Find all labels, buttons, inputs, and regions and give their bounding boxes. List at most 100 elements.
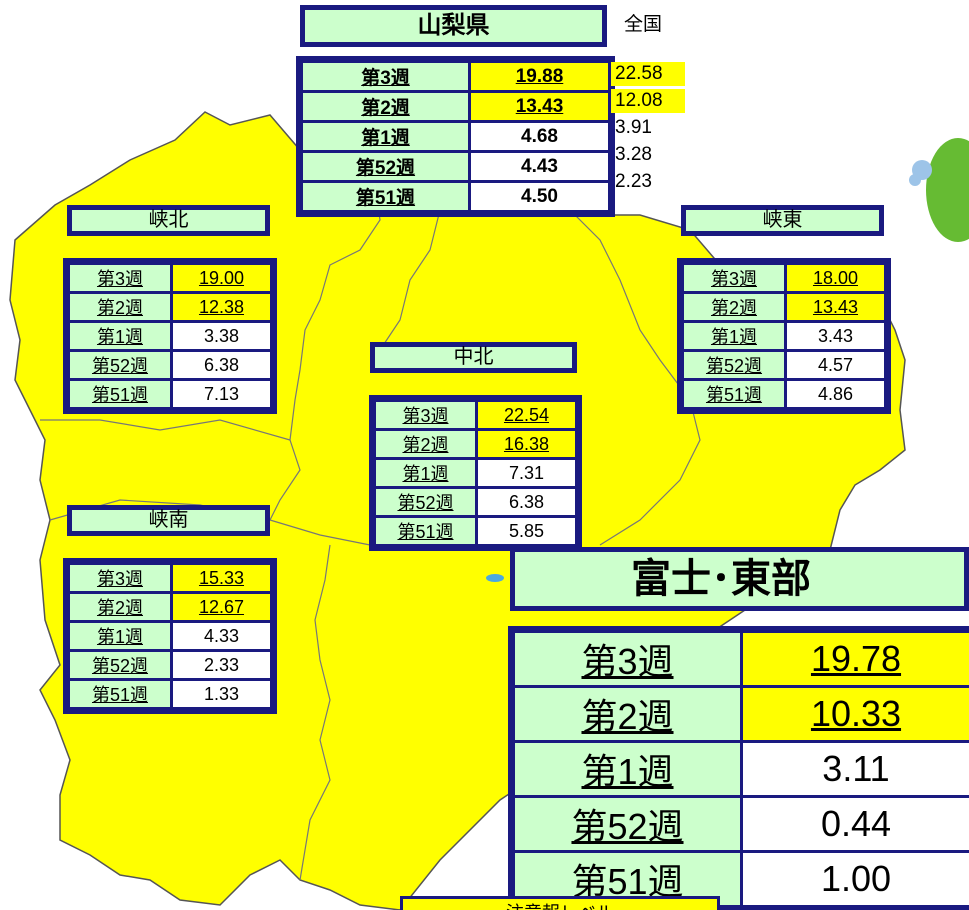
week-label: 第1週 [300, 120, 471, 153]
mascot-icon [909, 138, 969, 242]
week-value: 7.31 [475, 457, 578, 489]
week-label: 第1週 [67, 320, 173, 352]
week-label: 第3週 [67, 562, 173, 594]
week-label: 第3週 [512, 630, 743, 688]
week-value: 10.33 [740, 685, 969, 743]
region-name-fuji-tobu: 富士･東部 [510, 547, 969, 611]
national-value: 3.91 [615, 117, 652, 138]
week-value: 5.85 [475, 515, 578, 547]
week-label: 第51週 [67, 678, 173, 710]
week-label: 第51週 [67, 378, 173, 410]
week-value: 13.43 [784, 291, 887, 323]
week-value: 13.43 [468, 90, 611, 123]
national-value: 3.28 [615, 144, 652, 165]
week-value: 3.38 [170, 320, 273, 352]
week-value: 19.00 [170, 262, 273, 294]
week-value: 6.38 [475, 486, 578, 518]
region-name-kyohoku: 峡北 [67, 205, 270, 236]
region-name-chuhoku: 中北 [370, 342, 577, 373]
week-label: 第2週 [512, 685, 743, 743]
week-value: 1.33 [170, 678, 273, 710]
week-value: 12.67 [170, 591, 273, 623]
week-label: 第2週 [67, 291, 173, 323]
week-label: 第3週 [300, 60, 471, 93]
week-value: 19.78 [740, 630, 969, 688]
week-value: 6.38 [170, 349, 273, 381]
week-label: 第3週 [373, 399, 478, 431]
week-label: 第52週 [300, 150, 471, 183]
week-label: 第52週 [512, 795, 743, 853]
week-label: 第2週 [300, 90, 471, 123]
national-value: 22.58 [611, 62, 685, 86]
week-value: 12.38 [170, 291, 273, 323]
week-label: 第52週 [67, 649, 173, 681]
week-label: 第1週 [373, 457, 478, 489]
region-name-kyonan: 峡南 [67, 505, 270, 536]
week-label: 第52週 [681, 349, 787, 381]
week-label: 第52週 [67, 349, 173, 381]
national-label: 全国 [624, 14, 663, 35]
week-value: 16.38 [475, 428, 578, 460]
week-value: 3.11 [740, 740, 969, 798]
week-label: 第1週 [681, 320, 787, 352]
week-label: 第2週 [373, 428, 478, 460]
week-label: 第2週 [67, 591, 173, 623]
week-value: 22.54 [475, 399, 578, 431]
week-value: 3.43 [784, 320, 887, 352]
week-value: 1.00 [740, 850, 969, 908]
week-label: 第1週 [512, 740, 743, 798]
national-value: 12.08 [611, 89, 685, 113]
week-value: 4.33 [170, 620, 273, 652]
week-value: 2.33 [170, 649, 273, 681]
week-label: 第3週 [681, 262, 787, 294]
week-value: 4.43 [468, 150, 611, 183]
week-value: 18.00 [784, 262, 887, 294]
lake-shape [486, 574, 504, 582]
week-label: 第1週 [67, 620, 173, 652]
week-value: 15.33 [170, 562, 273, 594]
week-value: 4.57 [784, 349, 887, 381]
week-label: 第51週 [373, 515, 478, 547]
week-value: 19.88 [468, 60, 611, 93]
week-value: 0.44 [740, 795, 969, 853]
prefecture-title: 山梨県 [300, 5, 607, 47]
week-value: 4.86 [784, 378, 887, 410]
region-name-kyoto: 峡東 [681, 205, 884, 236]
week-value: 7.13 [170, 378, 273, 410]
week-label: 第3週 [67, 262, 173, 294]
week-value: 4.68 [468, 120, 611, 153]
week-value: 4.50 [468, 180, 611, 213]
